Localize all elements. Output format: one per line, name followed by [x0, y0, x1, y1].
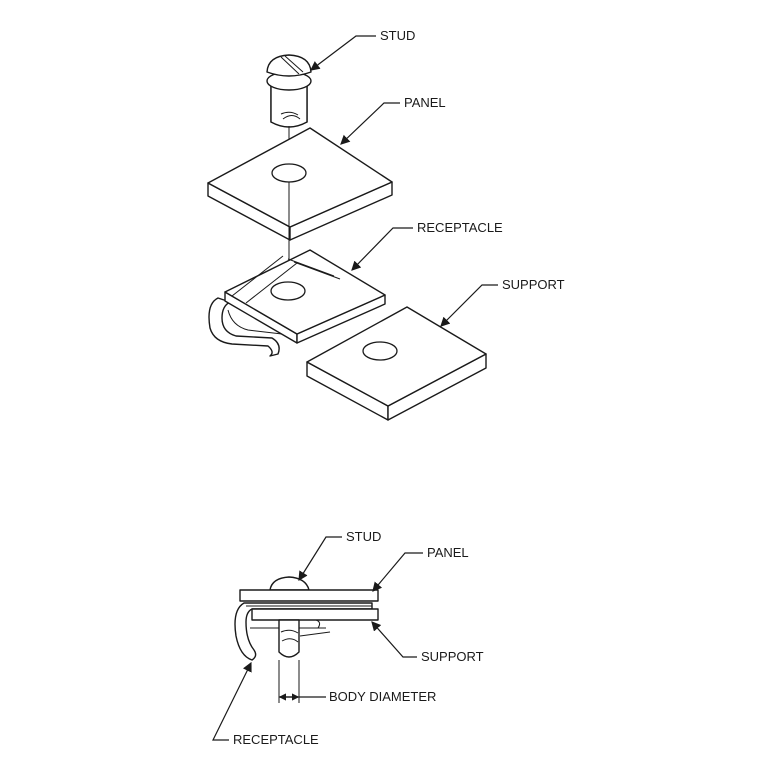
receptacle-label: RECEPTACLE [417, 220, 503, 235]
assembled-stud-label: STUD [346, 529, 381, 544]
support-plate [251, 608, 379, 621]
stud-part [266, 54, 312, 172]
assembled-stud-callout: STUD [298, 529, 381, 582]
assembled-receptacle-callout: RECEPTACLE [212, 661, 319, 747]
support-part [306, 306, 487, 421]
panel-callout: PANEL [340, 95, 446, 145]
support-callout: SUPPORT [440, 277, 565, 327]
assembled-support-label: SUPPORT [421, 649, 484, 664]
receptacle-callout: RECEPTACLE [351, 220, 503, 271]
receptacle-part [208, 249, 386, 357]
panel-plate [239, 589, 379, 602]
stud-head [269, 576, 310, 591]
assembled-view: BODY DIAMETER STUD PANEL SUPPORT RECEPTA… [212, 529, 484, 747]
assembled-receptacle-label: RECEPTACLE [233, 732, 319, 747]
panel-part [207, 127, 393, 265]
assembled-panel-label: PANEL [427, 545, 469, 560]
stud-label: STUD [380, 28, 415, 43]
panel-label: PANEL [404, 95, 446, 110]
exploded-view: STUD PANEL RECEPTACLE SUPPORT [207, 28, 565, 421]
assembled-panel-callout: PANEL [372, 545, 469, 592]
body-diameter-label: BODY DIAMETER [329, 689, 436, 704]
support-label: SUPPORT [502, 277, 565, 292]
stud-callout: STUD [310, 28, 415, 71]
assembled-support-callout: SUPPORT [371, 621, 484, 664]
